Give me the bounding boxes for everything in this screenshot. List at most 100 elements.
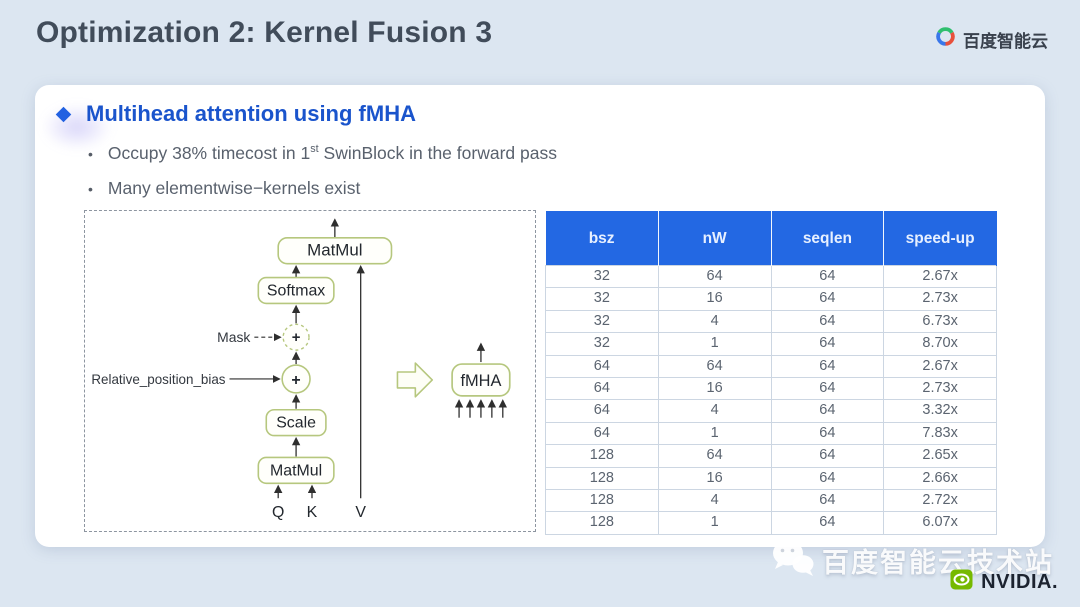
table-cell: 64	[545, 354, 659, 379]
table-cell: 64	[657, 354, 772, 379]
table-cell: 16	[657, 377, 772, 401]
matmul-top-label: MatMul	[307, 241, 362, 260]
matmul-top-box	[277, 237, 393, 265]
section-heading: Multihead attention using fMHA	[86, 101, 416, 126]
table-cell: 1	[657, 332, 772, 356]
table-cell: 128	[545, 444, 659, 468]
table-cell: 64	[770, 309, 885, 334]
attention-diagram: MatMul Softmax + Mask + Relative_positio…	[84, 210, 536, 532]
table-cell: 2.67x	[883, 264, 997, 289]
table-cell: 4	[657, 309, 772, 334]
table-cell: 64	[770, 354, 885, 379]
table-cell: 2.66x	[883, 466, 997, 491]
table-cell: 64	[770, 489, 885, 513]
nvidia-logo: NVIDIA.	[950, 568, 1058, 596]
table-cell: 7.83x	[883, 421, 997, 446]
table-cell: 2.73x	[883, 287, 997, 311]
table-cell: 64	[545, 421, 659, 446]
q-label: Q	[272, 504, 284, 521]
softmax-label: Softmax	[267, 282, 325, 299]
section-heading-row: Multihead attention using fMHA	[55, 101, 416, 127]
table-cell: 64	[770, 466, 885, 491]
scale-box	[265, 408, 327, 437]
watermark-text: 百度智能云技术站	[822, 548, 1054, 578]
baidu-brand: 百度智能云	[935, 26, 1048, 52]
table-cell: 64	[770, 377, 885, 401]
fmha-label: fMHA	[460, 372, 501, 390]
table-cell: 64	[770, 421, 885, 446]
table-cell: 128	[545, 466, 659, 491]
table-cell: 64	[545, 399, 659, 423]
baidu-brand-text: 百度智能云	[963, 31, 1048, 51]
table-cell: 32	[545, 264, 659, 289]
table-cell: 6.07x	[883, 511, 997, 535]
bias-label: Relative_position_bias	[91, 372, 225, 387]
watermark: 百度智能云技术站	[770, 538, 1054, 583]
table-cell: 64	[657, 264, 772, 289]
nvidia-eye-icon	[950, 568, 973, 596]
matmul-bottom-label: MatMul	[270, 462, 322, 479]
table-cell: 64	[770, 444, 885, 468]
table-cell: 64	[770, 287, 885, 311]
table-cell: 6.73x	[883, 309, 997, 334]
bullet-dot-icon: •	[88, 146, 93, 162]
k-label: K	[307, 504, 318, 521]
diamond-bullet-icon	[55, 106, 72, 122]
bullet-item: • Occupy 38% timecost in 1st SwinBlock i…	[88, 143, 557, 164]
bullet-item: • Many elementwise−kernels exist	[88, 178, 557, 199]
softmax-box	[257, 276, 335, 305]
bias-add-circle	[281, 364, 311, 394]
transform-arrow-icon	[396, 362, 434, 398]
table-cell: 1	[657, 421, 772, 446]
table-header-cell: nW	[658, 211, 772, 266]
table-cell: 64	[770, 399, 885, 423]
table-cell: 2.65x	[883, 444, 997, 468]
v-label: V	[355, 504, 366, 521]
wechat-icon	[770, 538, 816, 583]
nvidia-wordmark: NVIDIA.	[981, 570, 1058, 593]
table-cell: 2.67x	[883, 354, 997, 379]
table-cell: 64	[657, 444, 772, 468]
table-cell: 128	[545, 489, 659, 513]
scale-label: Scale	[276, 415, 316, 432]
table-header-row: bsz nW seqlen speed-up	[545, 211, 997, 266]
bullet-text: Occupy 38% timecost in 1st SwinBlock in …	[107, 143, 557, 163]
mask-label: Mask	[217, 329, 250, 345]
table-header-cell: bsz	[545, 211, 659, 266]
bullet-list: • Occupy 38% timecost in 1st SwinBlock i…	[88, 143, 557, 213]
bullet-text: Many elementwise−kernels exist	[107, 178, 361, 198]
table-cell: 1	[657, 511, 772, 535]
table-cell: 32	[545, 309, 659, 334]
table-cell: 32	[545, 332, 659, 356]
table-cell: 8.70x	[883, 332, 997, 356]
baidu-cloud-icon	[935, 26, 956, 52]
bullet-dot-icon: •	[88, 181, 93, 197]
table-cell: 2.73x	[883, 377, 997, 401]
table-cell: 4	[657, 489, 772, 513]
table-cell: 4	[657, 399, 772, 423]
table-cell: 3.32x	[883, 399, 997, 423]
bias-plus-label: +	[291, 372, 300, 389]
table-cell: 128	[545, 511, 659, 535]
table-cell: 64	[545, 377, 659, 401]
mask-add-circle	[282, 323, 310, 351]
fmha-box	[451, 363, 511, 397]
table-cell: 2.72x	[883, 489, 997, 513]
table-cell: 32	[545, 287, 659, 311]
table-cell: 16	[657, 466, 772, 491]
table-cell: 64	[770, 264, 885, 289]
mask-plus-label: +	[292, 330, 301, 346]
